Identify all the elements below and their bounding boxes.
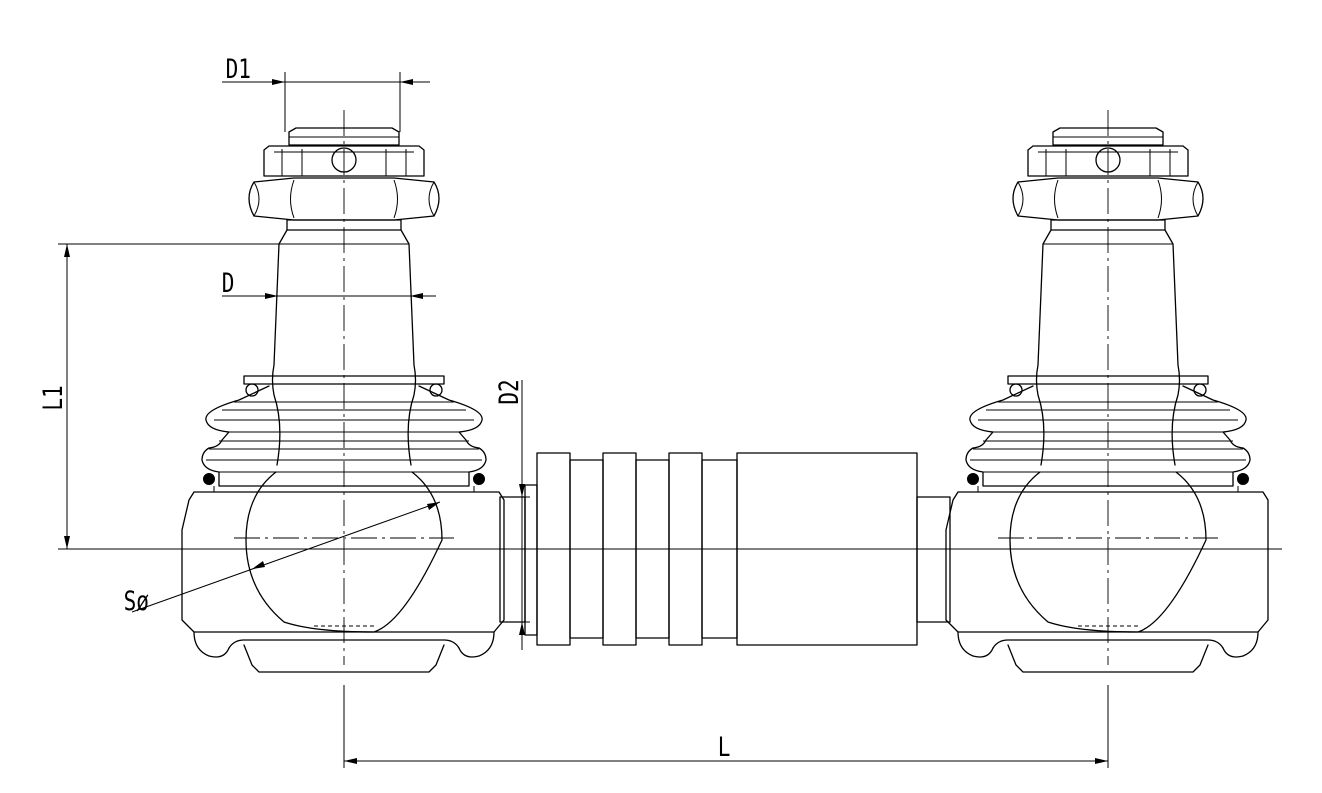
label-d1: D1	[226, 53, 251, 84]
dimension-l1: L1	[37, 243, 280, 549]
label-d: D	[222, 267, 235, 298]
label-d2: D2	[493, 379, 524, 404]
dimension-d: D	[222, 267, 436, 299]
right-ball-joint	[945, 109, 1269, 673]
left-ball-joint	[181, 109, 505, 673]
label-sphere: Sø	[124, 585, 149, 616]
dimension-l: L	[343, 685, 1109, 768]
label-l: L	[718, 731, 731, 762]
label-l1: L1	[37, 385, 68, 410]
dimension-sphere-diameter: Sø	[124, 501, 441, 617]
dimension-d1: D1	[222, 53, 430, 132]
dimension-d2: D2	[493, 379, 530, 650]
